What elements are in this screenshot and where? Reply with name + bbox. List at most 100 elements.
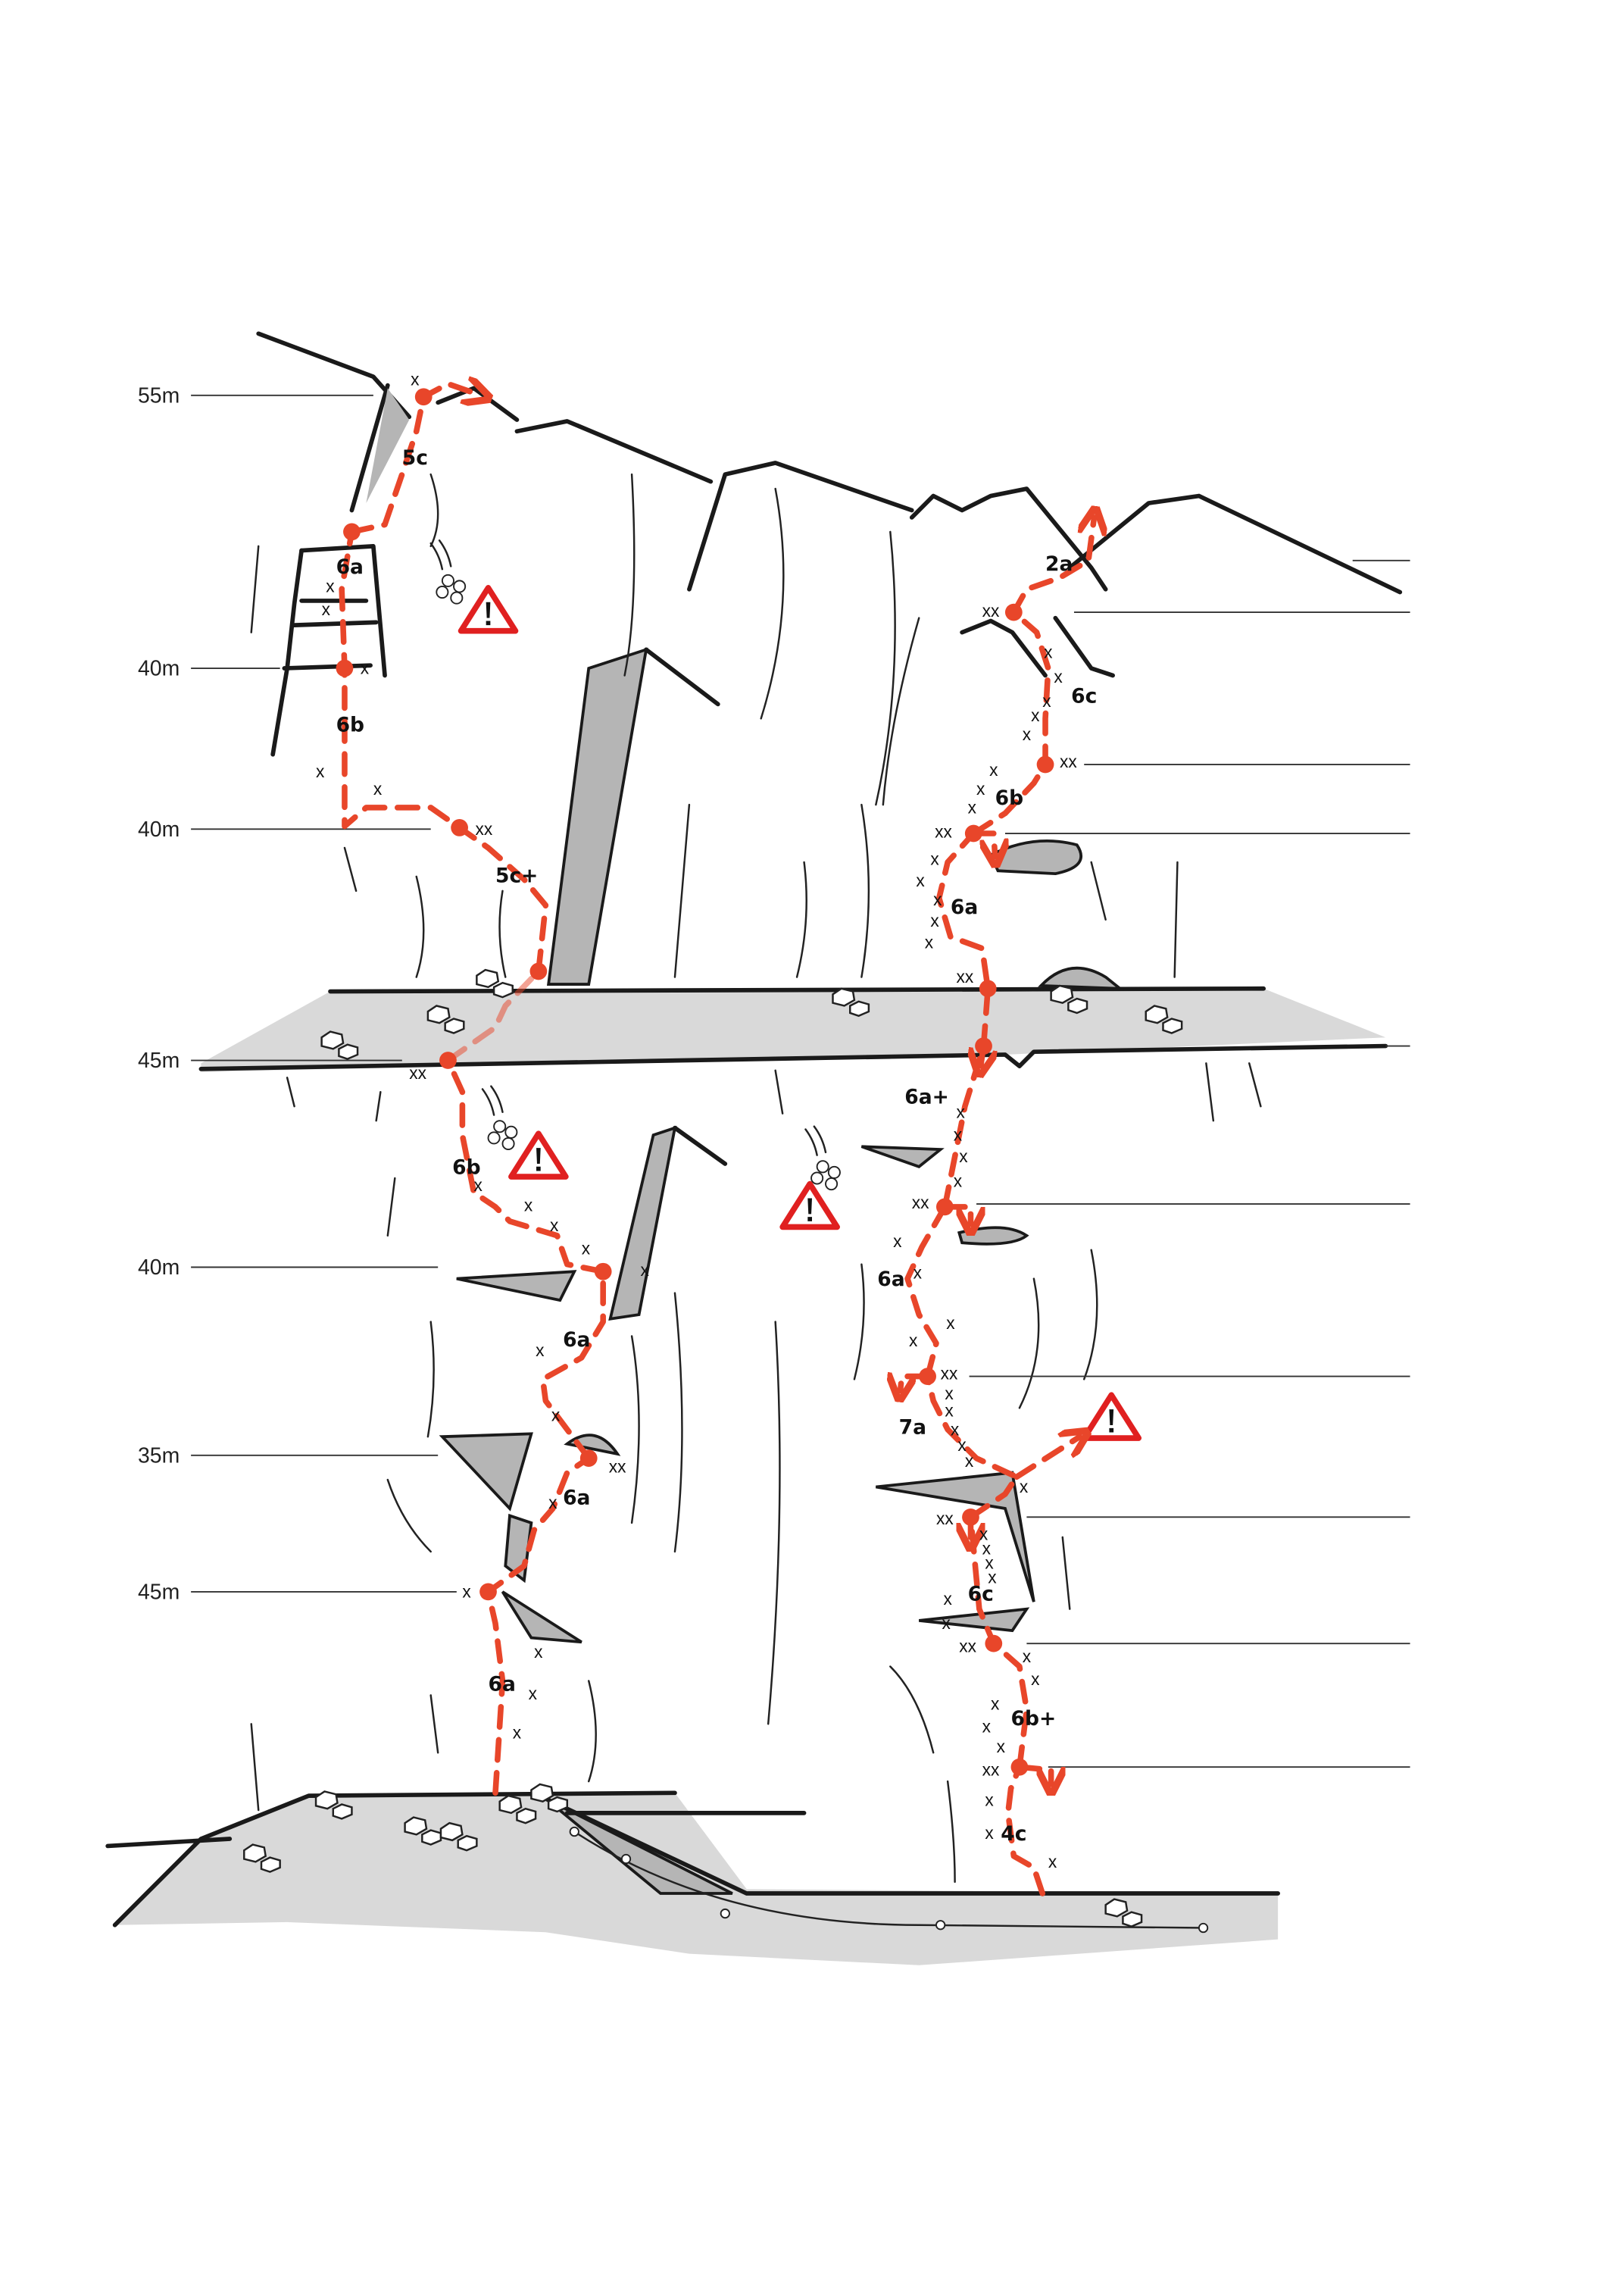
- svg-text:x: x: [411, 370, 420, 389]
- svg-text:x: x: [322, 599, 331, 619]
- warning-triangle-icon: [461, 588, 516, 631]
- svg-text:x: x: [945, 1401, 954, 1421]
- rock-outline: [250, 331, 1403, 1884]
- route-grade: 6a: [877, 1268, 904, 1291]
- belay-station-icon: [1010, 1758, 1029, 1776]
- svg-text:xx: xx: [982, 601, 1000, 621]
- ground-ledge: [105, 1790, 1280, 1965]
- svg-text:x: x: [989, 760, 998, 780]
- belay-station-icon: [414, 388, 433, 406]
- svg-text:xx: xx: [475, 819, 492, 839]
- svg-text:x: x: [916, 871, 925, 890]
- svg-text:x: x: [529, 1684, 538, 1703]
- route-grade: 5c: [402, 446, 428, 470]
- svg-text:x: x: [316, 761, 325, 781]
- svg-text:x: x: [474, 1175, 483, 1195]
- belay-station-icon: [935, 1198, 954, 1216]
- belay-station-icon: [985, 1634, 1003, 1652]
- height-label: 55m: [138, 383, 180, 408]
- svg-text:x: x: [1042, 691, 1051, 711]
- route-grade: 5c+: [495, 864, 538, 887]
- svg-text:xx: xx: [959, 1637, 976, 1656]
- svg-text:x: x: [976, 779, 985, 799]
- route-grade: 4c: [1001, 1822, 1026, 1846]
- svg-text:x: x: [1023, 724, 1032, 744]
- svg-text:x: x: [462, 1582, 471, 1602]
- middle-ledge: [198, 986, 1388, 1072]
- belay-station-icon: [529, 962, 548, 980]
- rockfall-icon: [804, 1125, 842, 1191]
- svg-text:x: x: [959, 1146, 968, 1166]
- svg-text:x: x: [991, 1693, 1000, 1713]
- svg-text:x: x: [1044, 643, 1053, 662]
- belay-station-icon: [979, 980, 997, 998]
- svg-text:x: x: [954, 1171, 963, 1190]
- bolt-marks: x x x x x x xx xx x x x x x x x xx x x x…: [316, 370, 649, 1743]
- height-label: 45m: [138, 1580, 180, 1604]
- route-grade: 6b: [452, 1155, 480, 1179]
- svg-text:x: x: [326, 577, 335, 596]
- svg-text:x: x: [524, 1196, 533, 1215]
- svg-text:x: x: [951, 1419, 960, 1439]
- svg-text:x: x: [982, 1539, 992, 1559]
- warning-triangle-icon: [1084, 1395, 1138, 1438]
- height-label: 35m: [138, 1443, 180, 1468]
- belay-station-icon: [919, 1368, 936, 1385]
- route-grade: 6b+: [1011, 1707, 1057, 1731]
- height-label: 40m: [138, 656, 180, 680]
- belay-station-icon: [336, 659, 354, 677]
- route-grade: 6a: [563, 1328, 590, 1352]
- svg-text:x: x: [985, 1553, 994, 1573]
- svg-text:x: x: [1031, 1669, 1040, 1689]
- svg-text:x: x: [550, 1215, 559, 1235]
- svg-text:x: x: [945, 1383, 954, 1403]
- svg-text:x: x: [943, 1589, 952, 1609]
- boulders: [243, 968, 1183, 1928]
- belay-station-icon: [594, 1262, 612, 1280]
- svg-text:x: x: [982, 1717, 992, 1737]
- svg-text:x: x: [954, 1125, 963, 1145]
- svg-text:xx: xx: [935, 822, 952, 842]
- height-label: 40m: [138, 1255, 180, 1280]
- belay-station-icon: [1036, 755, 1054, 774]
- svg-text:x: x: [925, 933, 934, 952]
- svg-text:x: x: [548, 1493, 557, 1512]
- svg-text:x: x: [1031, 705, 1040, 725]
- route-grade: 7a: [899, 1415, 926, 1439]
- route-grade: 6a: [336, 555, 364, 579]
- svg-text:x: x: [968, 797, 977, 817]
- svg-text:x: x: [979, 1524, 988, 1544]
- left-route: 5c 6a 6b 5c+ 6b 6a 6a 6a x x x x x x xx …: [316, 370, 649, 1796]
- svg-text:x: x: [361, 658, 370, 678]
- route-grade: 6c: [968, 1582, 994, 1605]
- belay-station-icon: [343, 523, 361, 541]
- belay-station-icon: [962, 1508, 979, 1526]
- rockfall-icon: [429, 539, 467, 605]
- svg-text:x: x: [893, 1231, 902, 1251]
- bolt-marks: xx x x x x x xx x x x xx x x x x x xx x …: [893, 601, 1077, 1871]
- svg-text:x: x: [534, 1642, 543, 1662]
- svg-text:x: x: [965, 1451, 974, 1471]
- svg-text:x: x: [988, 1568, 997, 1587]
- svg-text:x: x: [582, 1238, 591, 1258]
- svg-text:xx: xx: [941, 1363, 958, 1383]
- height-markers: 55m 40m 40m 45m 40m 35m 45m: [138, 383, 1410, 1768]
- rockfall-icon: [481, 1085, 518, 1151]
- svg-text:x: x: [914, 1263, 923, 1283]
- svg-text:xx: xx: [912, 1193, 929, 1212]
- svg-text:x: x: [513, 1722, 522, 1742]
- svg-text:xx: xx: [936, 1509, 954, 1528]
- svg-text:xx: xx: [982, 1760, 1000, 1780]
- svg-text:xx: xx: [957, 967, 974, 986]
- warning-triangle-icon: [511, 1133, 566, 1177]
- svg-text:x: x: [373, 779, 383, 799]
- svg-text:xx: xx: [609, 1457, 626, 1477]
- belay-station-icon: [964, 824, 982, 843]
- svg-text:x: x: [946, 1313, 955, 1333]
- svg-text:x: x: [1048, 1852, 1057, 1871]
- belay-station-icon: [439, 1052, 457, 1069]
- route-grade: 6a: [563, 1486, 590, 1509]
- svg-text:x: x: [1054, 667, 1063, 686]
- warning-triangle-icon: [782, 1184, 837, 1227]
